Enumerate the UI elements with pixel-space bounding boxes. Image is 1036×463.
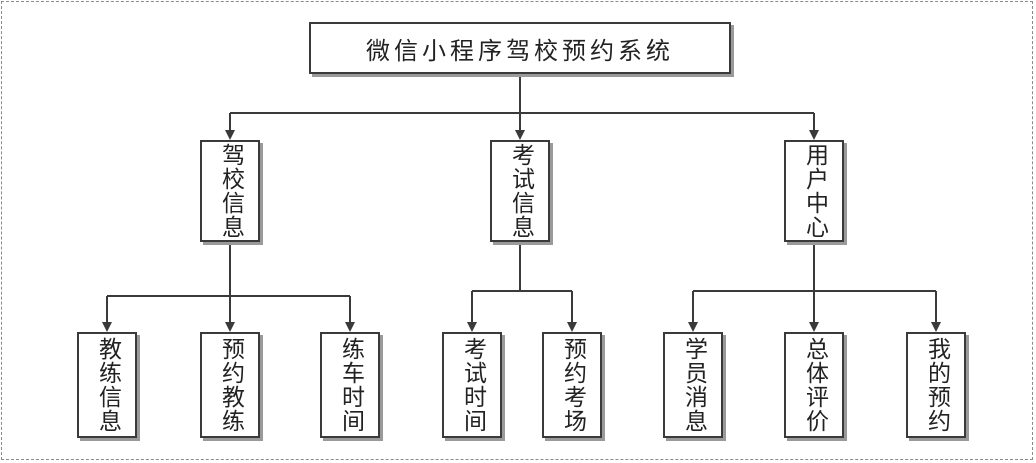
root-label: 微信小程序驾校预约系统 bbox=[366, 36, 674, 65]
leaf-node-overall-rating: 总体评价 bbox=[784, 332, 844, 438]
leaf-label: 练车时间 bbox=[337, 337, 364, 433]
branch-label: 用户中心 bbox=[801, 143, 828, 239]
leaf-label: 预约教练 bbox=[217, 337, 244, 433]
leaf-node-book-exam-site: 预约考场 bbox=[542, 332, 602, 438]
branch-label: 考试信息 bbox=[507, 143, 534, 239]
leaf-node-student-messages: 学员消息 bbox=[663, 332, 723, 438]
branch-label: 驾校信息 bbox=[217, 143, 244, 239]
leaf-node-practice-time: 练车时间 bbox=[320, 332, 380, 438]
leaf-label: 我的预约 bbox=[923, 337, 950, 433]
leaf-label: 学员消息 bbox=[680, 337, 707, 433]
root-node: 微信小程序驾校预约系统 bbox=[309, 22, 731, 74]
leaf-label: 考试时间 bbox=[459, 337, 486, 433]
leaf-label: 教练信息 bbox=[94, 337, 121, 433]
leaf-node-book-coach: 预约教练 bbox=[200, 332, 260, 438]
leaf-node-my-bookings: 我的预约 bbox=[906, 332, 966, 438]
branch-node-exam-info: 考试信息 bbox=[490, 140, 550, 242]
leaf-label: 总体评价 bbox=[801, 337, 828, 433]
leaf-node-coach-info: 教练信息 bbox=[77, 332, 137, 438]
leaf-node-exam-time: 考试时间 bbox=[442, 332, 502, 438]
branch-node-user-center: 用户中心 bbox=[784, 140, 844, 242]
leaf-label: 预约考场 bbox=[559, 337, 586, 433]
branch-node-driving-school-info: 驾校信息 bbox=[200, 140, 260, 242]
